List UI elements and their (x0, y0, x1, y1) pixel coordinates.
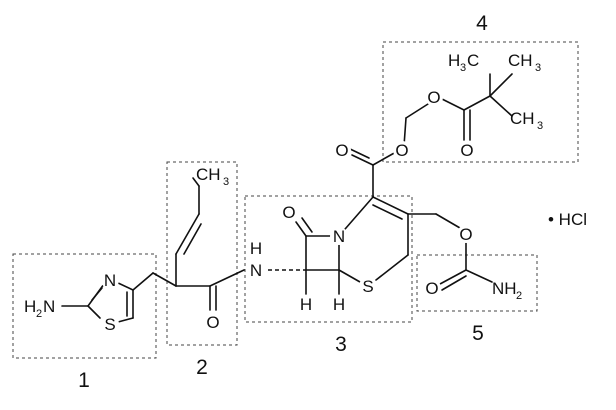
pivalate-methyl-h3c-h: H (448, 51, 460, 70)
pivoxil-ester-bonds (347, 73, 513, 198)
group-numbers: 1 2 3 4 5 (78, 12, 488, 392)
cephem-core-bonds (268, 196, 409, 295)
amine-h: H (24, 297, 36, 316)
atom-labels: N S H 2 N CH 3 O N H O N S H H O O O O H… (24, 51, 543, 334)
lactam-oxygen: O (282, 203, 295, 222)
amide-nitrogen: N (250, 261, 262, 280)
thiazole-sulfur: S (104, 315, 115, 334)
c6-hydrogen: H (333, 295, 345, 314)
group-box-5 (416, 254, 538, 312)
carbamate-carbonyl-oxygen: O (425, 279, 438, 298)
hydrochloride-salt-label: • HCl (548, 210, 587, 229)
group-number-1: 1 (78, 369, 90, 392)
carbamate-nh: NH (492, 279, 517, 298)
amide-oxygen: O (206, 313, 219, 332)
pivalate-methyl-h3c-c: C (467, 51, 479, 70)
pentenoyl-bonds (152, 177, 245, 311)
lactam-nitrogen: N (333, 227, 345, 246)
group-number-2: 2 (196, 356, 208, 379)
group-box-2 (166, 161, 238, 346)
c7-hydrogen: H (300, 295, 312, 314)
group-number-3: 3 (335, 333, 347, 356)
thiazole-nitrogen: N (104, 271, 116, 290)
carbamoyloxymethyl-bonds (407, 213, 493, 291)
carbamate-nh-subscript: 2 (516, 290, 522, 302)
dihydrothiazine-sulfur: S (362, 277, 373, 296)
pivalate-methyl-b-subscript: 3 (537, 120, 543, 132)
amine-n: N (43, 297, 55, 316)
group-box-3 (244, 195, 413, 323)
amide-hydrogen: H (250, 239, 262, 258)
pivalate-methyl-b: CH (510, 109, 535, 128)
methyl-subscript: 3 (223, 176, 229, 188)
methyl-ch: CH (196, 165, 221, 184)
pivalate-methyl-h3c-subscript: 3 (460, 62, 466, 74)
ester-link-oxygen: O (395, 141, 408, 160)
aminothiazole-bonds (61, 272, 154, 323)
pivalate-carbonyl-oxygen: O (460, 141, 473, 160)
group-box-1 (12, 253, 157, 359)
amine-subscript: 2 (36, 308, 42, 320)
group-number-5: 5 (472, 322, 484, 345)
pivalate-methyl-a: CH (508, 51, 533, 70)
ester-carbonyl-oxygen: O (335, 141, 348, 160)
group-box-4 (382, 41, 579, 163)
pivalate-link-oxygen: O (427, 88, 440, 107)
group-number-4: 4 (476, 12, 488, 35)
pivalate-methyl-a-subscript: 3 (535, 62, 541, 74)
carbamate-link-oxygen: O (459, 225, 472, 244)
